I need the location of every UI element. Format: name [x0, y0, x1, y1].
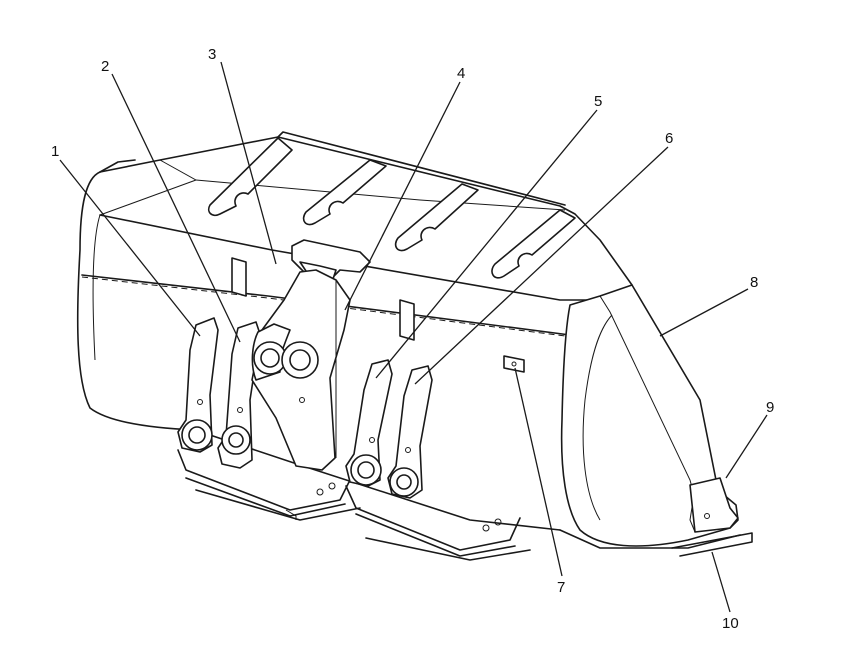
callout-8: 8	[750, 274, 758, 291]
callout-10: 10	[722, 615, 739, 632]
leader-lines	[59, 61, 768, 613]
callout-3: 3	[208, 46, 216, 63]
callout-1: 1	[51, 143, 59, 160]
wear-blocks	[231, 257, 415, 341]
identification-plate	[503, 355, 525, 373]
callout-9: 9	[766, 399, 774, 416]
callout-2: 2	[101, 58, 109, 75]
center-lug	[251, 269, 351, 471]
callout-labels: 1 2 3 4 5 6 7 8 9 10	[51, 46, 774, 632]
top-hooks	[207, 137, 576, 279]
bucket-body	[76, 131, 753, 557]
right-lug-pair	[345, 359, 531, 561]
callout-7: 7	[557, 579, 565, 596]
callout-5: 5	[594, 93, 602, 110]
callout-6: 6	[665, 130, 673, 147]
left-lug-pair	[177, 317, 361, 521]
callout-4: 4	[457, 65, 465, 82]
